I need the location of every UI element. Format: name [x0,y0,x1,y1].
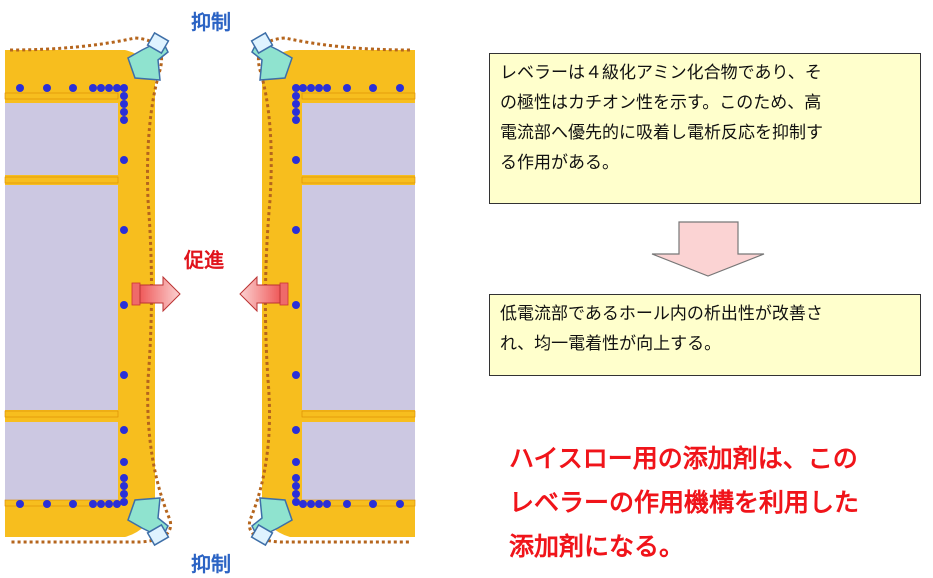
left-top-suppress-arrow [127,31,170,81]
box1-line-2: の極性はカチオン性を示す。このため、高 [500,93,822,113]
left-promote-arrow [131,275,181,313]
right-inner-layer-3 [301,410,416,418]
right-deposit-profile [247,36,411,544]
box2-line-2: れ、均一電着性が向上する。 [500,334,722,354]
right-leveler-dots [292,84,404,508]
left-panel-2 [5,185,118,410]
left-inner-layer-1 [4,92,119,100]
right-promote-arrow [239,275,289,313]
right-board [239,31,416,547]
right-inner-layer-1 [301,92,416,100]
conclusion-line-3: 添加剤になる。 [509,532,685,561]
explanation-box-1: レベラーは４級化アミン化合物であり、そ の極性はカチオン性を示す。このため、高 … [489,53,921,204]
right-panel-2 [302,185,415,410]
left-inner-layer-3 [4,410,119,418]
conclusion-line-1: ハイスロー用の添加剤は、この [509,444,858,473]
left-panel-1 [5,103,118,175]
box1-line-4: る作用がある。 [500,153,619,173]
promote-label: 促進 [184,248,224,272]
left-leveler-dots [16,84,128,508]
left-inner-layer-2 [4,176,119,184]
right-inner-layer-2 [301,176,416,184]
left-bottom-suppress-arrow [127,497,170,547]
right-bottom-suppress-arrow [250,497,293,547]
right-top-suppress-arrow [250,31,293,81]
conclusion-line-2: レベラーの作用機構を利用した [509,488,860,517]
left-panel-3 [5,422,118,500]
bottom-suppress-label: 抑制 [191,552,231,576]
right-panel-3 [302,422,415,500]
conclusion-text: ハイスロー用の添加剤は、この レベラーの作用機構を利用した 添加剤になる。 [509,437,919,569]
right-panel-1 [302,103,415,175]
left-board [4,31,181,547]
box1-line-3: 電流部へ優先的に吸着し電析反応を抑制す [500,123,823,143]
explanation-box-2: 低電流部であるホール内の析出性が改善さ れ、均一電着性が向上する。 [489,294,921,376]
box1-line-1: レベラーは４級化アミン化合物であり、そ [500,63,822,83]
top-suppress-label: 抑制 [191,10,231,34]
box2-line-1: 低電流部であるホール内の析出性が改善さ [500,304,823,324]
flow-down-arrow [651,221,765,277]
